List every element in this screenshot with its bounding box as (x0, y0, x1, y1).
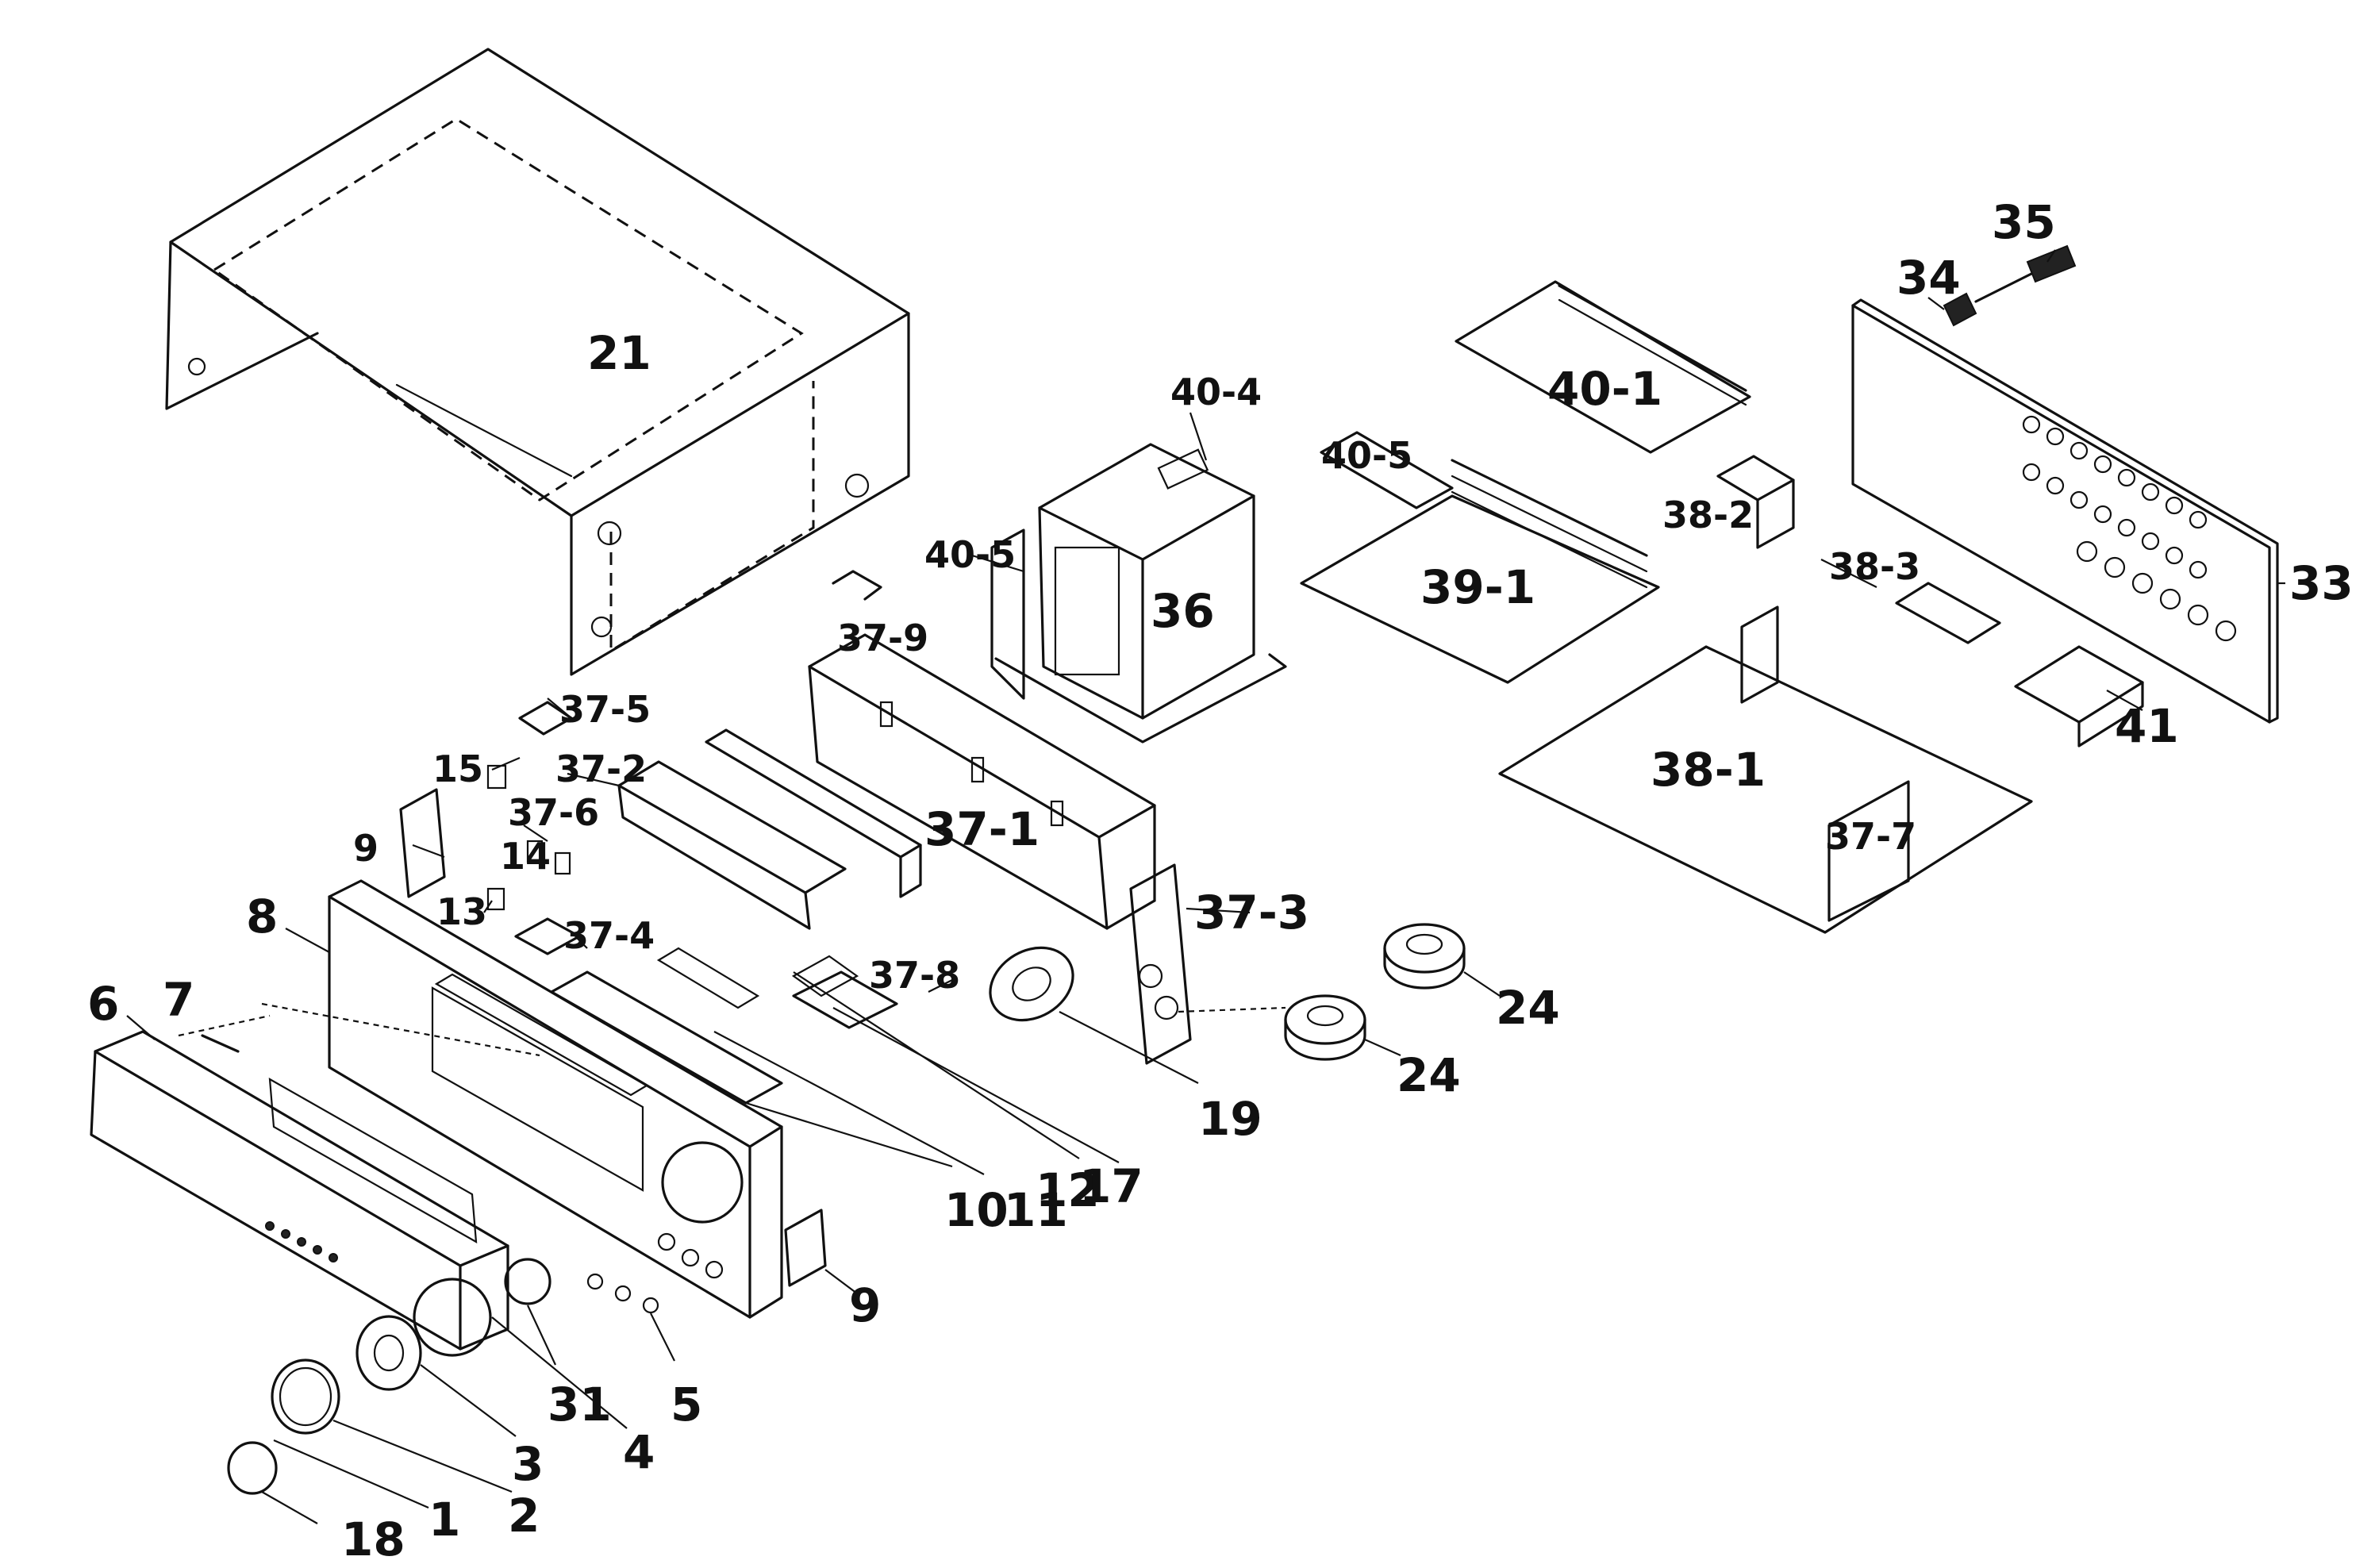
knob-assembly (227, 1315, 422, 1495)
bracket-part-38-2 (1716, 455, 1795, 549)
board-part-40-1 (1455, 280, 1751, 454)
callout-37-9: 37-9 (837, 617, 928, 659)
callout-19: 19 (1198, 1092, 1262, 1146)
callout-37-5: 37-5 (559, 688, 651, 731)
callout-37-8: 37-8 (869, 954, 960, 997)
input-board-part-37-3 (1129, 863, 1192, 1065)
board-40-1-connectors (1558, 284, 1747, 406)
callout-37-6: 37-6 (508, 791, 599, 834)
callout-3: 3 (512, 1437, 544, 1491)
callout-40-1: 40-1 (1547, 362, 1662, 416)
encoder-part-19 (989, 946, 1074, 1022)
callout-21: 21 (587, 326, 651, 380)
small-parts-left (399, 701, 581, 955)
bracket-part-37-9 (832, 570, 882, 601)
callout-2: 2 (508, 1489, 540, 1543)
callout-13: 13 (436, 890, 487, 933)
callout-38-2: 38-2 (1662, 494, 1754, 536)
callout-8: 8 (246, 890, 278, 943)
callout-24-upper: 24 (1496, 981, 1560, 1035)
callout-38-1: 38-1 (1651, 743, 1766, 797)
callout-41: 41 (2115, 699, 2179, 753)
callout-14: 14 (500, 835, 551, 878)
callout-9-upper: 9 (353, 827, 379, 870)
callout-7: 7 (163, 973, 194, 1027)
foot-part-24-upper (1383, 923, 1466, 990)
power-cord-part-35 (1943, 244, 2077, 327)
callout-6: 6 (87, 977, 119, 1031)
callout-labels: 21 40-4 40-5 36 37-9 40-1 40-5 39-1 38-2… (87, 195, 2354, 1566)
rear-panel-part-33 (1851, 298, 2279, 724)
leader-lines (126, 249, 2285, 1524)
button-strips (550, 947, 859, 1105)
callout-4: 4 (623, 1425, 655, 1479)
callout-40-4: 40-4 (1170, 371, 1262, 413)
callout-34: 34 (1897, 251, 1961, 305)
callout-37-2: 37-2 (555, 747, 647, 790)
transformer-part-36 (990, 443, 1287, 744)
callout-1: 1 (428, 1493, 460, 1547)
callout-40-5-board: 40-5 (1321, 434, 1412, 477)
small-parts-right (504, 1209, 827, 1314)
callout-24-lower: 24 (1397, 1048, 1461, 1102)
board-part-39-1 (1300, 431, 1660, 684)
callout-10: 10 (944, 1183, 1009, 1237)
callout-17: 17 (1079, 1159, 1143, 1213)
callout-11: 11 (1004, 1183, 1068, 1237)
lens-part-7 (201, 1034, 240, 1053)
callout-31: 31 (548, 1378, 612, 1432)
front-panel-part-6 (90, 1030, 509, 1357)
callout-18: 18 (341, 1512, 405, 1566)
front-board-part-37-1 (808, 633, 1156, 930)
main-board-part-38-1 (1498, 605, 2033, 934)
callout-37-4: 37-4 (563, 914, 655, 957)
rear-panel-jacks (2022, 415, 2237, 642)
callout-15: 15 (432, 747, 483, 790)
board-part-37-8 (792, 970, 898, 1029)
callout-37-7: 37-7 (1825, 815, 1916, 858)
module-part-41 (2014, 645, 2144, 747)
callout-39-1: 39-1 (1420, 560, 1535, 614)
callout-35: 35 (1992, 195, 2056, 249)
callout-33: 33 (2289, 556, 2354, 610)
front-chassis-part-8 (328, 879, 783, 1319)
callout-37-1: 37-1 (924, 802, 1040, 856)
callout-12: 12 (1036, 1163, 1100, 1217)
callout-5: 5 (671, 1378, 702, 1432)
foot-part-24-lower (1284, 994, 1366, 1061)
top-cover-part-21 (165, 48, 910, 676)
callout-40-5-transformer: 40-5 (924, 533, 1016, 576)
callout-38-3: 38-3 (1829, 545, 1920, 588)
callout-36: 36 (1151, 584, 1215, 638)
callout-9-lower: 9 (849, 1278, 881, 1332)
bracket-part-38-3 (1895, 582, 2001, 644)
callout-37-3: 37-3 (1194, 886, 1309, 940)
display-board-part-37-2 (617, 728, 922, 930)
